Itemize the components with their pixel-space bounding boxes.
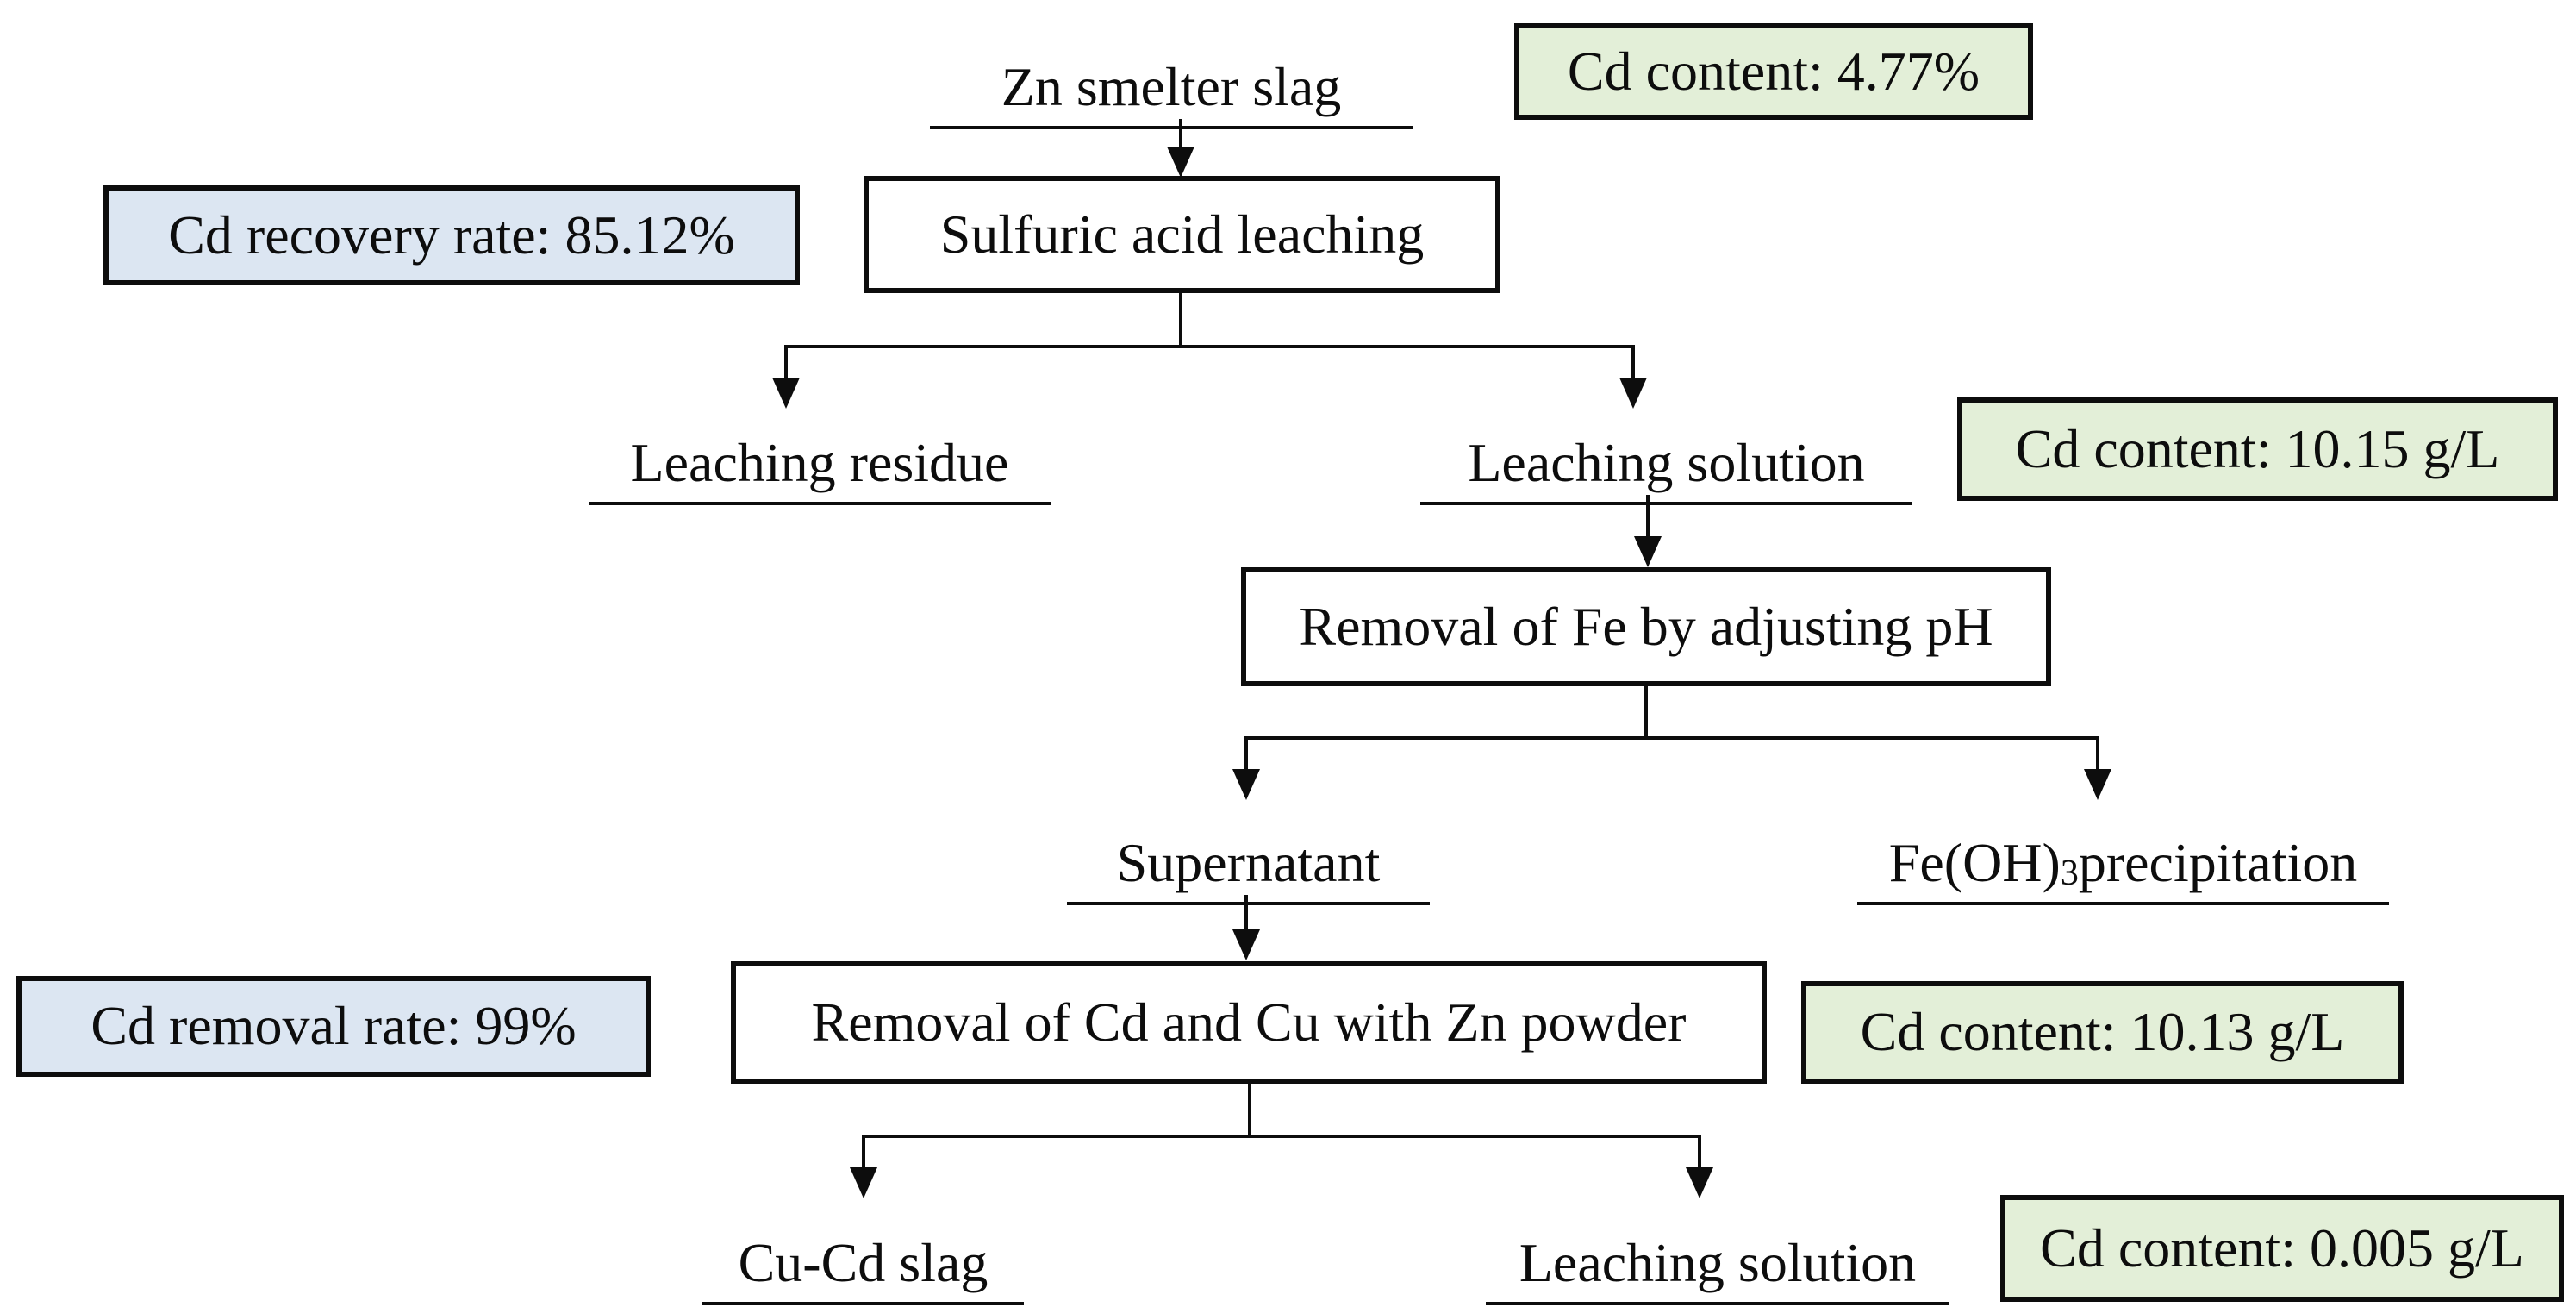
annotation-cd-content-supernatant: Cd content: 10.13 g/L <box>1801 981 2404 1084</box>
node-supernatant: Supernatant <box>1067 812 1430 905</box>
feoh3-suffix-text: precipitation <box>2078 831 2358 893</box>
node-zn-smelter-slag: Zn smelter slag <box>930 29 1413 129</box>
node-leaching-solution-2: Leaching solution <box>1486 1212 1949 1305</box>
node-feoh3-precipitation: Fe(OH)3 precipitation <box>1857 812 2389 905</box>
connector-solution-to-fe-removal-line <box>1646 495 1650 538</box>
annotation-cd-removal-rate: Cd removal rate: 99% <box>16 976 651 1077</box>
process-removal-of-fe: Removal of Fe by adjusting pH <box>1241 567 2051 686</box>
connector-to-supernatant-line <box>1244 736 1248 771</box>
arrowhead-to-cucd-slag <box>850 1167 877 1198</box>
annotation-cd-content-slag: Cd content: 4.77% <box>1514 23 2033 120</box>
annotation-cd-recovery-rate: Cd recovery rate: 85.12% <box>103 185 800 285</box>
arrowhead-to-leaching-solution <box>1619 378 1647 409</box>
connector-to-final-solution-line <box>1698 1135 1701 1169</box>
process-sulfuric-acid-leaching: Sulfuric acid leaching <box>864 176 1500 293</box>
node-cucd-slag: Cu-Cd slag <box>702 1212 1024 1305</box>
connector-fe-removal-branch-stem <box>1644 686 1648 740</box>
feoh3-formula-text: Fe(OH) <box>1888 831 2061 893</box>
annotation-cd-content-leaching-solution: Cd content: 10.15 g/L <box>1957 397 2558 501</box>
arrowhead-to-leaching-residue <box>772 378 800 409</box>
connector-cd-removal-branch-bar <box>862 1135 1701 1138</box>
arrowhead-supernatant-to-cd-removal <box>1232 929 1260 960</box>
arrowhead-to-final-solution <box>1686 1167 1713 1198</box>
node-leaching-residue: Leaching residue <box>589 412 1051 505</box>
connector-leaching-branch-stem <box>1179 293 1182 348</box>
connector-leaching-branch-bar <box>784 345 1635 348</box>
connector-fe-removal-branch-bar <box>1244 736 2099 740</box>
arrowhead-solution-to-fe-removal <box>1634 536 1662 567</box>
connector-to-leaching-solution-line <box>1631 345 1635 379</box>
arrowhead-to-feoh3 <box>2084 769 2111 800</box>
arrowhead-to-supernatant <box>1232 769 1260 800</box>
annotation-cd-content-final-solution: Cd content: 0.005 g/L <box>2000 1195 2564 1302</box>
connector-cd-removal-branch-stem <box>1248 1084 1251 1138</box>
feoh3-subscript: 3 <box>2060 854 2079 893</box>
process-removal-of-cd-cu: Removal of Cd and Cu with Zn powder <box>731 961 1767 1084</box>
node-leaching-solution-1: Leaching solution <box>1420 412 1912 505</box>
connector-supernatant-to-cd-removal-line <box>1244 895 1248 931</box>
connector-to-cucd-slag-line <box>862 1135 865 1169</box>
arrowhead-slag-to-leaching <box>1167 147 1194 178</box>
connector-to-feoh3-line <box>2096 736 2099 771</box>
connector-to-leaching-residue-line <box>784 345 788 379</box>
connector-slag-to-leaching-line <box>1179 119 1182 148</box>
